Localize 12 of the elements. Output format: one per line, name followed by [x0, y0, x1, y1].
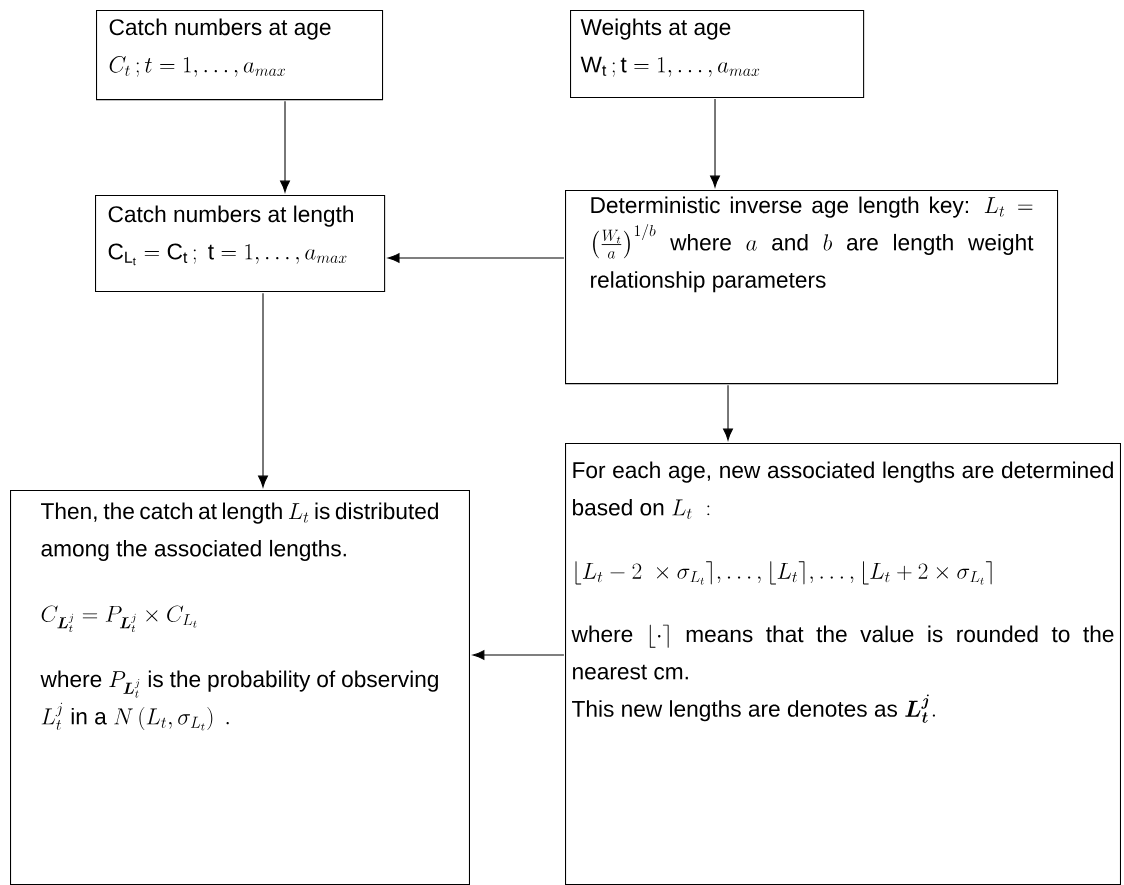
process-box: Deterministic inverse age length key: $L_t=\left(\frac{W_t}{a}\right)^{1/b}$ where $a$ and $b$ are length weight relationship parameters: [565, 190, 1059, 385]
process-box: For each age, new associated lengths are determined based on $L_t\ :$ $\lfloor L_t-2\ \times\sigma_{L_t}\rceil,\dots,\lfloor L_t\rceil,\dots,\lfloor L_t+2\times\sigma_{L_t}\rceil$ where $\lfloor\cdot\rceil$ means that the value is rounded to the nearest cm. This new lengths are denotes as $\boldsymbol{L}_{\boldsymbol{t}}^{\boldsymbol{j}}.$: [565, 443, 1121, 885]
process-box: Then, the catch at length $L_t$ is distributed among the associated lengths. $C_{\boldsymbol{L}_t^j}=P_{\boldsymbol{L}_t^j}\times C_{L_t}$ where $P_{\boldsymbol{L}_t^j}$ is the probability of observing $L_t^j$ in a $N\left(L_t,\sigma_{L_t}\right)\ .$: [10, 490, 470, 885]
arrow: [280, 100, 290, 193]
process-box: Weights at age $\mathrm{W}_\mathrm{t}\,;\mathrm{t}=1,\dots,a_{max}$: [570, 10, 865, 98]
arrow: [723, 384, 733, 441]
process-box: Catch numbers at age $C_t\,;t=1,\dots,a_{max}$: [96, 10, 384, 101]
arrow: [710, 98, 720, 188]
arrow: [258, 292, 268, 488]
process-box: Catch numbers at length $\mathrm{C}_{\mathrm{L}_\mathrm{t}}=\mathrm{C}_\mathrm{t}\,;\ \mathrm{t}=1,\dots,a_{max}$: [95, 195, 386, 293]
arrow: [387, 253, 565, 263]
arrow: [472, 650, 565, 660]
